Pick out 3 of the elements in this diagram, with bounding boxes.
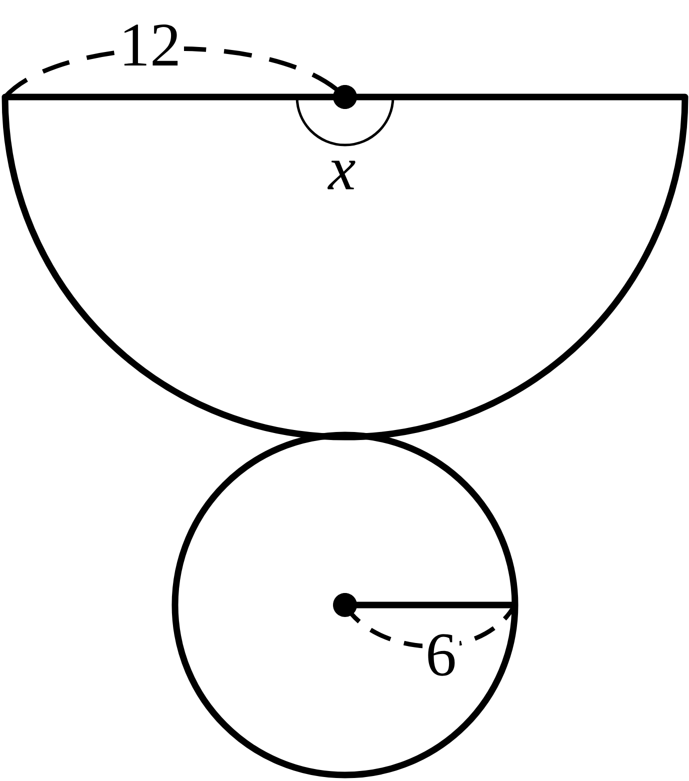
angle-label: x [325, 158, 359, 192]
dimension-label: 6 [422, 631, 460, 679]
dimension-label: 12 [116, 21, 184, 69]
